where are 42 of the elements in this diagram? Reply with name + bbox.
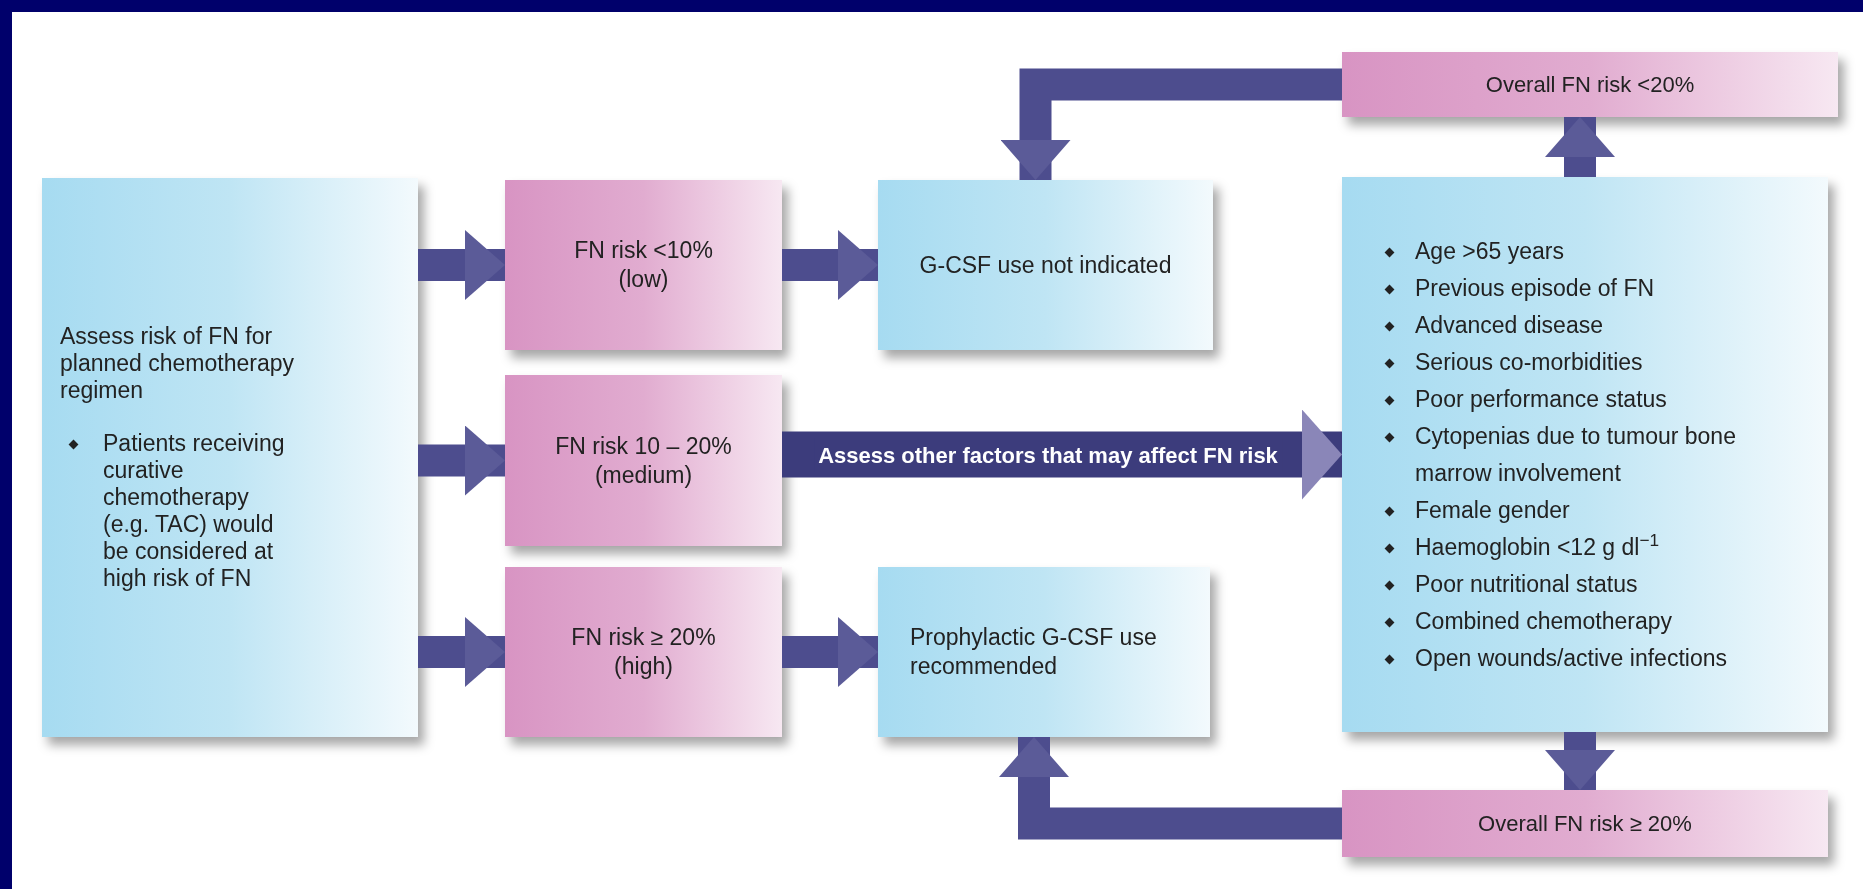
list-item: Poor nutritional status: [1415, 569, 1638, 599]
box-text: (low): [618, 265, 669, 294]
box-text: FN risk ≥ 20%: [571, 623, 716, 652]
process-box: [42, 178, 418, 737]
box-text: FN risk 10 – 20%: [555, 431, 732, 461]
box-text: (medium): [594, 460, 693, 490]
list-item: Poor performance status: [1415, 384, 1667, 414]
risk-box: [1342, 52, 1838, 117]
box-text: (high): [614, 652, 673, 681]
process-box: [878, 180, 1213, 350]
arrow: [418, 617, 505, 687]
list-item: Open wounds/active infections: [1415, 643, 1727, 673]
arrow: [418, 230, 505, 300]
box-text: Assess risk of FN for planned chemotherapy regimen: [60, 323, 295, 404]
list-item: Combined chemotherapy: [1415, 606, 1672, 636]
arrow: [1000, 68, 1342, 180]
arrow: [1545, 732, 1615, 790]
list-item: Serious co-morbidities: [1415, 347, 1643, 377]
list-item: Female gender: [1415, 495, 1570, 525]
box-text: Overall FN risk ≥ 20%: [1478, 810, 1692, 838]
process-box: [1342, 177, 1828, 732]
list-item: Age >65 years: [1415, 236, 1564, 266]
arrow: [999, 737, 1342, 840]
arrow: [782, 409, 1342, 500]
list-item: Advanced disease: [1415, 310, 1603, 340]
list-item: Patients receiving curative chemotherapy (e.g. TAC) would be considered at high risk of FN: [103, 430, 286, 592]
risk-box: [505, 180, 782, 350]
box-text: Prophylactic G-CSF use recommended: [910, 623, 1158, 681]
arrow: [1545, 117, 1615, 177]
list-item: Cytopenias due to tumour bone marrow involvement: [1415, 421, 1737, 488]
box-text: FN risk <10%: [574, 236, 713, 265]
box-text: G-CSF use not indicated: [919, 250, 1172, 280]
risk-box: [505, 375, 782, 546]
risk-box: [505, 567, 782, 737]
process-box: [878, 567, 1210, 737]
arrow: [418, 425, 505, 496]
list-item: Haemoglobin <12 g dl$^{−1}$: [1415, 528, 1660, 562]
arrow: [782, 230, 878, 300]
box-text: Overall FN risk <20%: [1485, 71, 1695, 99]
arrow: [782, 617, 878, 687]
risk-box: [1342, 790, 1828, 857]
list-item: Previous episode of FN: [1415, 273, 1655, 303]
